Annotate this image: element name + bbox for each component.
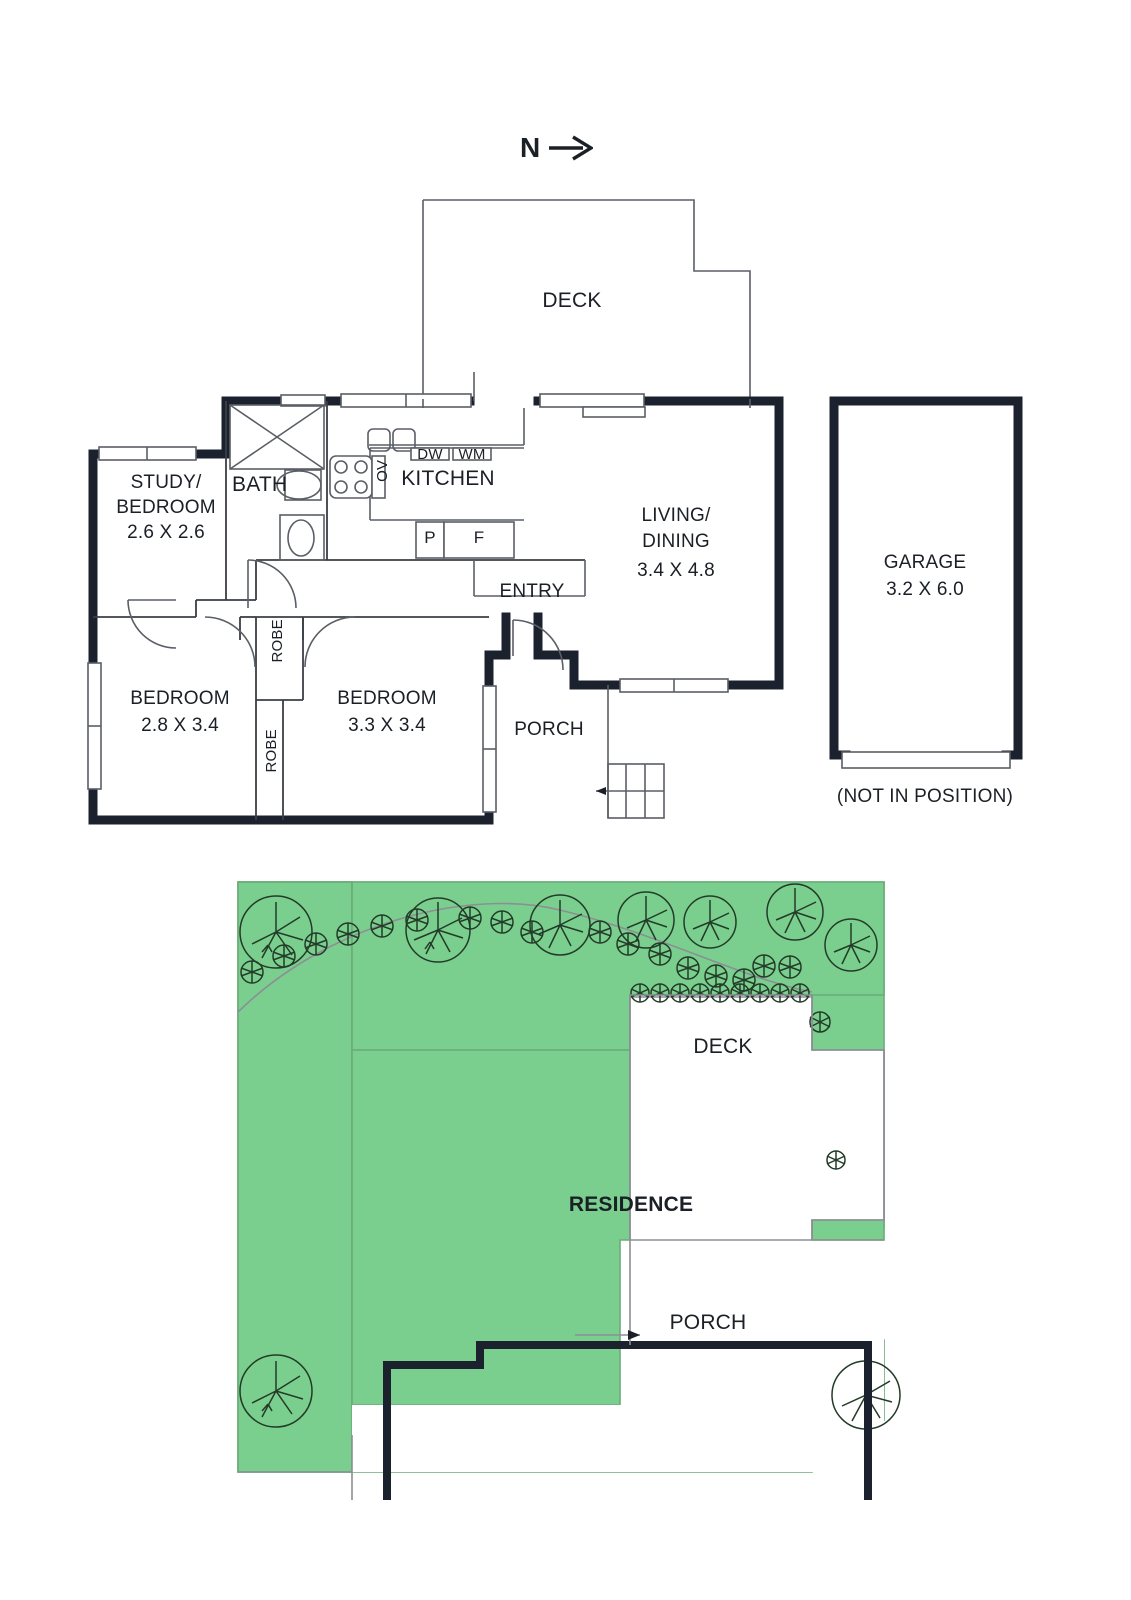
siteplan-front-door [238,1435,353,1500]
window-group-top [98,393,646,461]
door-entry [512,619,564,671]
room-label-living-line2: DINING [642,531,710,552]
robe-label-upper: ROBE [269,619,287,663]
window-bath-top [280,394,326,407]
siteplan-residence-label: RESIDENCE [568,1193,694,1216]
tree-icon [239,1354,313,1428]
room-dims-study: 2.6 X 2.6 [127,522,205,543]
window-bedroom-right [482,685,497,813]
siteplan-residence-outline [383,1341,872,1500]
garage-drawing [829,396,1023,769]
robe-label-lower: ROBE [263,729,281,773]
window-study-top [98,446,197,461]
garden-area [237,881,885,1473]
deck-access-arrow [575,1330,640,1340]
room-label-kitchen: KITCHEN [401,467,495,490]
siteplan-porch-label: PORCH [669,1311,747,1334]
room-label-study-line1: STUDY/ [130,472,202,493]
room-label-deck: DECK [542,289,602,312]
room-dims-living: 3.4 X 4.8 [637,560,715,581]
tree-icon [824,918,878,972]
room-label-bath: BATH [232,473,288,496]
tree-icon [405,897,471,963]
deck-outline [422,199,751,399]
shrub-row [240,906,846,1170]
floorplan-drawing: .w { stroke:#1b222e; stroke-width:9; fil… [87,199,1023,825]
toilet-icon [279,514,325,561]
door-study [127,599,177,649]
north-indicator: N [520,132,594,164]
tree-icon [766,883,824,941]
tree-icon [239,895,313,969]
room-dims-bedroom-1: 3.3 X 3.4 [348,715,426,736]
garage-note: (NOT IN POSITION) [836,786,1014,807]
room-label-study-line2: BEDROOM [116,497,216,518]
oven-label: OV [374,459,392,482]
basin-icon [276,469,322,501]
bath-fixtures [229,404,325,609]
room-label-porch: PORCH [514,719,584,740]
north-label: N [520,132,542,163]
tree-icon [617,891,675,949]
sliding-door-living-top [539,393,646,418]
room-dims-bedroom-2: 2.8 X 3.4 [141,715,219,736]
room-label-bedroom-1: BEDROOM [337,688,437,709]
door-bedroom-left [204,616,256,668]
room-label-bedroom-2: BEDROOM [130,688,230,709]
room-label-entry: ENTRY [499,581,565,602]
pantry-label: P [424,528,436,547]
kitchen-joinery [329,408,525,559]
tree-icon [683,895,737,949]
window-bedroom-left [87,662,102,790]
door-bedroom-right [304,616,356,668]
internal-walls [93,401,585,820]
window-living-bottom [619,678,729,693]
siteplan-drawing: .gfill { fill:#7BCF8E; stroke:#6aab79; s… [237,881,901,1500]
window-kitchen-top [340,393,472,408]
siteplan-deck-outline [629,994,885,1345]
shower-icon [229,404,325,470]
tree-cluster [239,883,901,1430]
cooktop-icon [329,455,373,499]
dishwasher-label: DW [417,446,443,463]
tree-icon [529,894,591,956]
deck-connectors [422,372,751,408]
room-label-living-line1: LIVING/ [641,505,711,526]
fridge-label: F [473,528,485,547]
entry-leader [473,560,586,597]
garage-dims: 3.2 X 6.0 [886,579,964,600]
washing-machine-label: WM [458,446,486,463]
door-bath [247,559,297,609]
garage-label: GARAGE [883,552,967,573]
north-arrow-icon [549,135,594,161]
siteplan-deck-label: DECK [693,1035,753,1058]
porch-stairs [596,685,665,819]
